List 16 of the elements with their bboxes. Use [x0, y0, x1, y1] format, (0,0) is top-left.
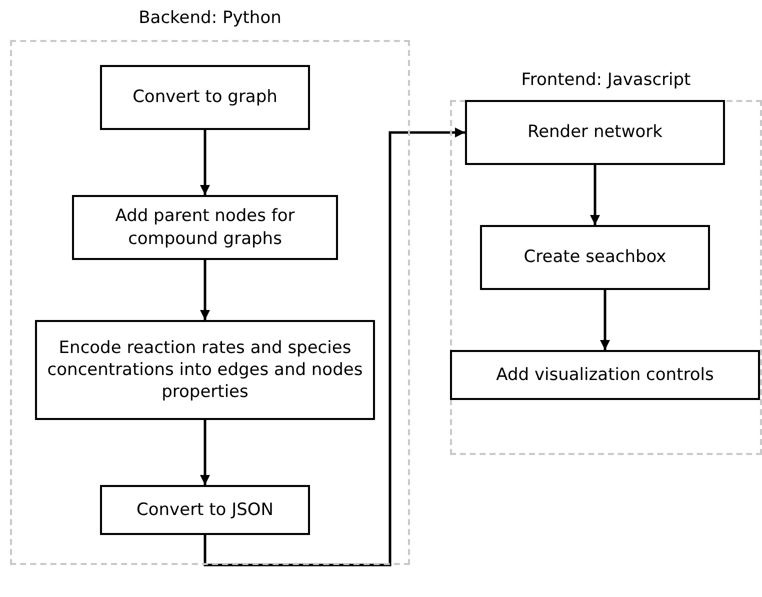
process-box: Create seachbox: [480, 225, 710, 290]
arrow: [204, 128, 465, 566]
arrow: [590, 165, 600, 225]
process-box: Add parent nodes for compound graphs: [72, 195, 338, 260]
arrow: [200, 130, 210, 195]
group-heading: Backend: Python: [138, 8, 282, 28]
group-panel: [450, 70, 762, 455]
process-box: Convert to graph: [100, 65, 310, 130]
arrow: [600, 290, 610, 350]
process-box: Convert to JSON: [100, 485, 310, 535]
arrow: [200, 260, 210, 320]
process-box: Encode reaction rates and species concentrations into edges and nodes properties: [35, 320, 375, 420]
process-box: Add visualization controls: [450, 350, 760, 400]
arrow: [200, 420, 210, 485]
group-heading: Frontend: Javascript: [520, 70, 692, 90]
process-box: Render network: [465, 100, 725, 165]
